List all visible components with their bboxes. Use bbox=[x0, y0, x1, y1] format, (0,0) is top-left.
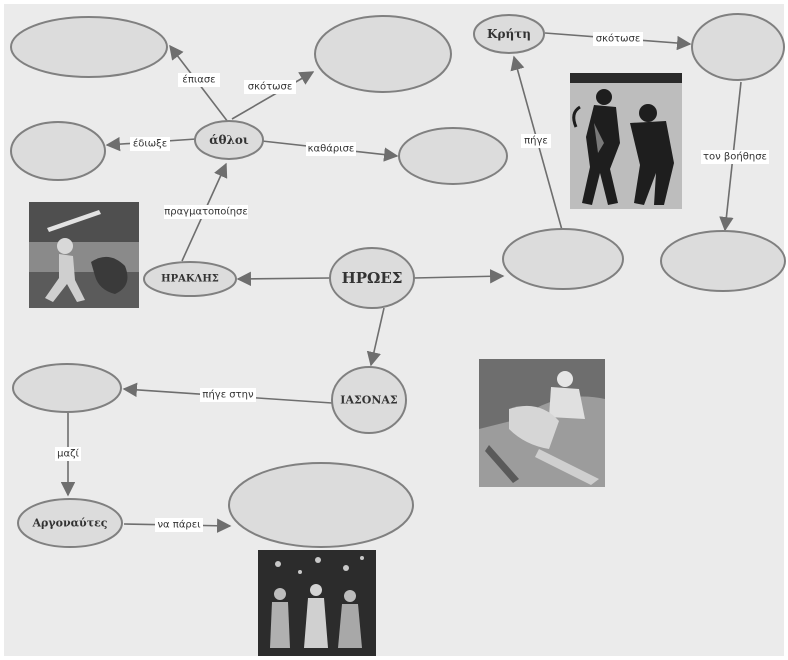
node-empty-bottom-right[interactable] bbox=[660, 230, 786, 292]
edge-label-epiase: έπιασε bbox=[182, 74, 215, 86]
node-empty-na-parei[interactable] bbox=[228, 462, 414, 548]
edge-iroes-pige bbox=[413, 269, 505, 284]
edge-label-katharise: καθάρισε bbox=[308, 143, 355, 155]
vase-painting-argonauts bbox=[258, 550, 376, 656]
edge-iroes-iasonas bbox=[366, 307, 385, 367]
vase-painting-red-figure bbox=[479, 359, 605, 487]
edge-label-skotose-2: σκότωσε bbox=[596, 33, 641, 45]
node-empty-top-right[interactable] bbox=[691, 13, 785, 81]
node-empty-top-left[interactable] bbox=[10, 16, 168, 78]
node-argonaftes[interactable]: Αργοναύτες bbox=[17, 498, 123, 548]
edge-label-mazi: μαζί bbox=[57, 448, 79, 460]
nodes: Κρήτη άθλοι ΗΡΑΚΛΗΣ ΗΡΩΕΣ Ι bbox=[10, 13, 786, 548]
edge-label-skotose-1: σκότωσε bbox=[248, 81, 293, 93]
edge-athloi-top-mid bbox=[231, 71, 315, 120]
node-iraklis[interactable]: ΗΡΑΚΛΗΣ bbox=[143, 261, 237, 297]
edge-labels: έπιασε σκότωσε έδιωξε καθάρισε πραγματοπ… bbox=[55, 32, 769, 532]
node-empty-pige[interactable] bbox=[502, 228, 624, 290]
edge-label-pragmatopoiise: πραγματοποίησε bbox=[164, 206, 248, 218]
node-iasonas[interactable]: ΙΑΣΟΝΑΣ bbox=[331, 366, 407, 434]
edge-label-ediokse: έδιωξε bbox=[133, 138, 167, 150]
node-iroes[interactable]: ΗΡΩΕΣ bbox=[329, 247, 415, 309]
edge-iroes-iraklis bbox=[236, 271, 331, 287]
edge-label-pige-stin: πήγε στην bbox=[202, 389, 254, 401]
node-empty-right-of-athloi[interactable] bbox=[398, 127, 508, 185]
vase-painting-black-figure bbox=[570, 73, 682, 209]
node-iraklis-label: ΗΡΑΚΛΗΣ bbox=[161, 274, 219, 285]
node-athloi-label: άθλοι bbox=[209, 133, 249, 147]
node-empty-iasonas-target[interactable] bbox=[12, 363, 122, 413]
edge-label-ton-voithise: τον βοήθησε bbox=[703, 151, 767, 163]
node-empty-top-mid[interactable] bbox=[314, 15, 452, 93]
node-athloi[interactable]: άθλοι bbox=[194, 120, 264, 160]
node-argonaftes-label: Αργοναύτες bbox=[32, 517, 108, 530]
node-iasonas-label: ΙΑΣΟΝΑΣ bbox=[340, 394, 398, 407]
vase-painting-heracles bbox=[29, 202, 139, 308]
node-empty-left[interactable] bbox=[10, 121, 106, 181]
node-kriti[interactable]: Κρήτη bbox=[473, 14, 545, 54]
node-kriti-label: Κρήτη bbox=[487, 27, 531, 41]
node-iroes-label: ΗΡΩΕΣ bbox=[342, 269, 403, 287]
edge-label-pige: πήγε bbox=[524, 135, 548, 147]
edge-label-na-parei: να πάρει bbox=[157, 519, 201, 531]
